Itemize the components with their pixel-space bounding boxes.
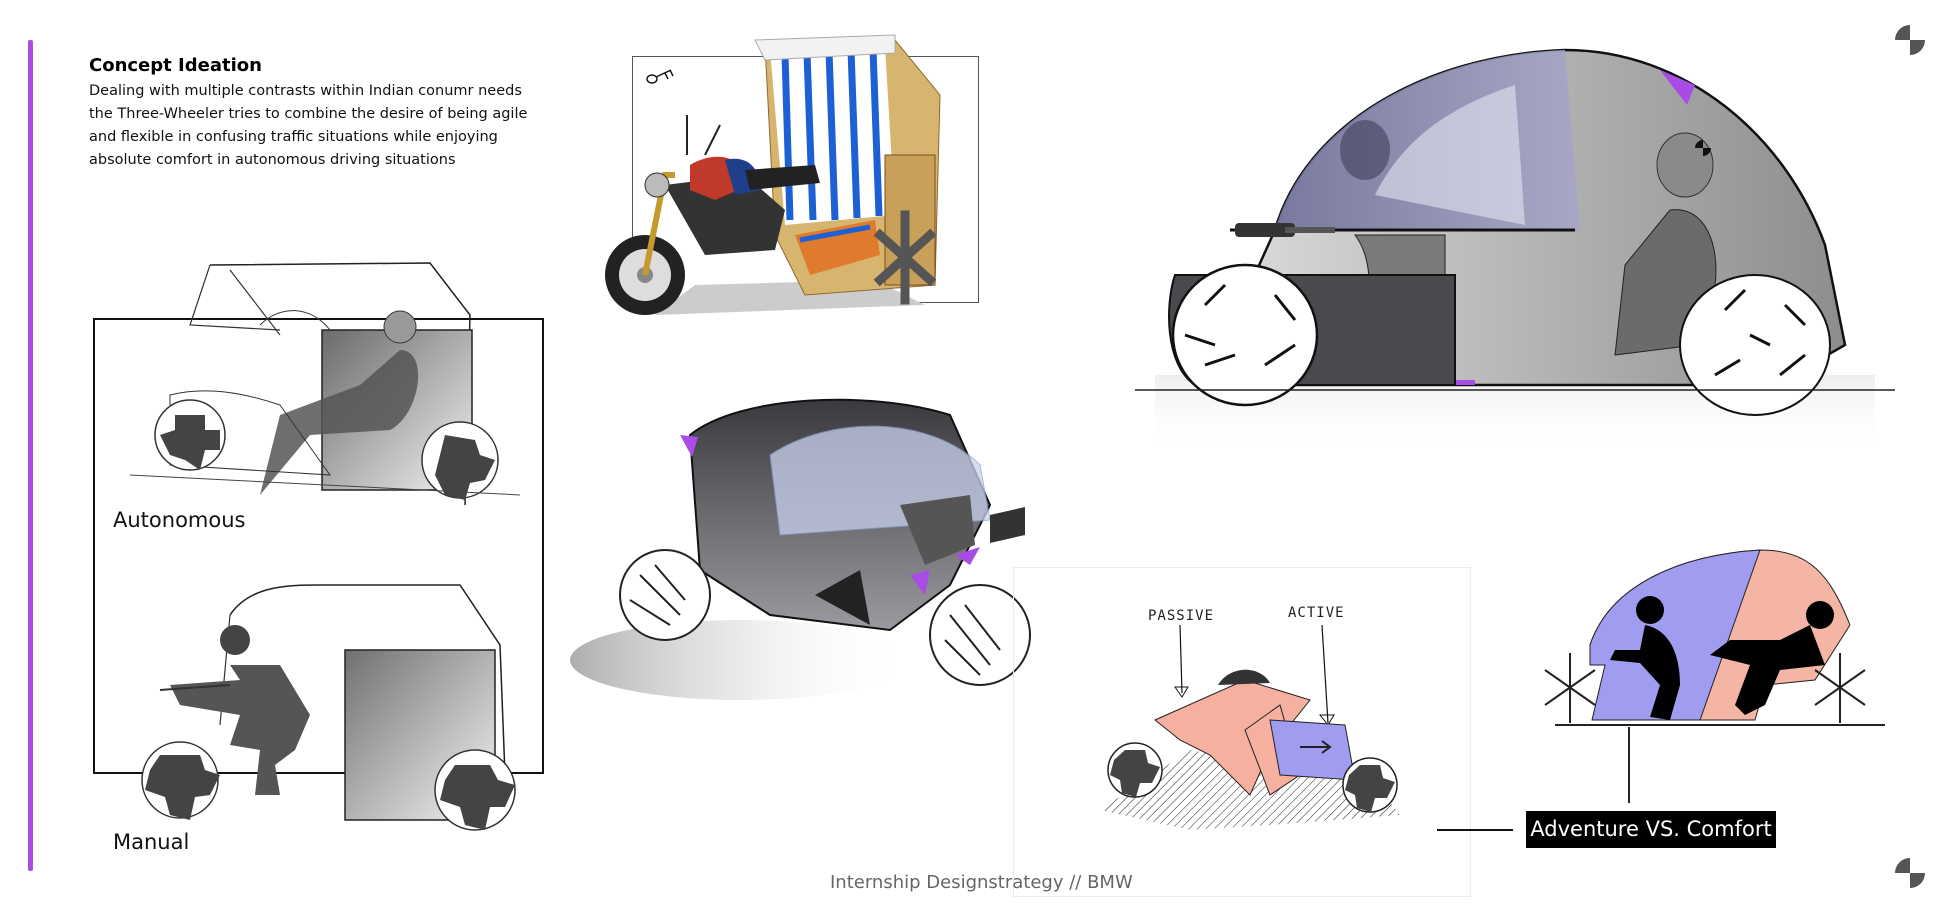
footer-credit: Internship Designstrategy // BMW	[830, 872, 1133, 893]
manual-sketch	[120, 575, 540, 835]
bmw-roundel-icon	[1895, 858, 1925, 888]
bmw-roundel-icon	[1895, 25, 1925, 55]
key-doodle-icon	[645, 65, 675, 87]
autonomous-sketch	[129, 255, 521, 506]
motorcycle-beach-chair-image	[595, 34, 975, 335]
passive-active-panel	[1013, 567, 1471, 897]
passive-label: PASSIVE	[1148, 608, 1215, 624]
diagram-connector-line	[1437, 829, 1513, 831]
passive-active-sketch	[1070, 624, 1430, 855]
active-label: ACTIVE	[1288, 605, 1345, 621]
adventure-comfort-label: Adventure VS. Comfort	[1526, 811, 1776, 848]
page-description: Dealing with multiple contrasts within I…	[89, 83, 528, 168]
accent-bar	[28, 40, 33, 871]
three-wheeler-perspective-sketch	[570, 395, 1070, 715]
manual-label: Manual	[113, 830, 190, 854]
adventure-comfort-diagram	[1530, 545, 1890, 805]
three-wheeler-side-sketch	[1125, 45, 1905, 485]
page-title: Concept Ideation	[89, 55, 262, 76]
autonomous-label: Autonomous	[113, 508, 246, 532]
